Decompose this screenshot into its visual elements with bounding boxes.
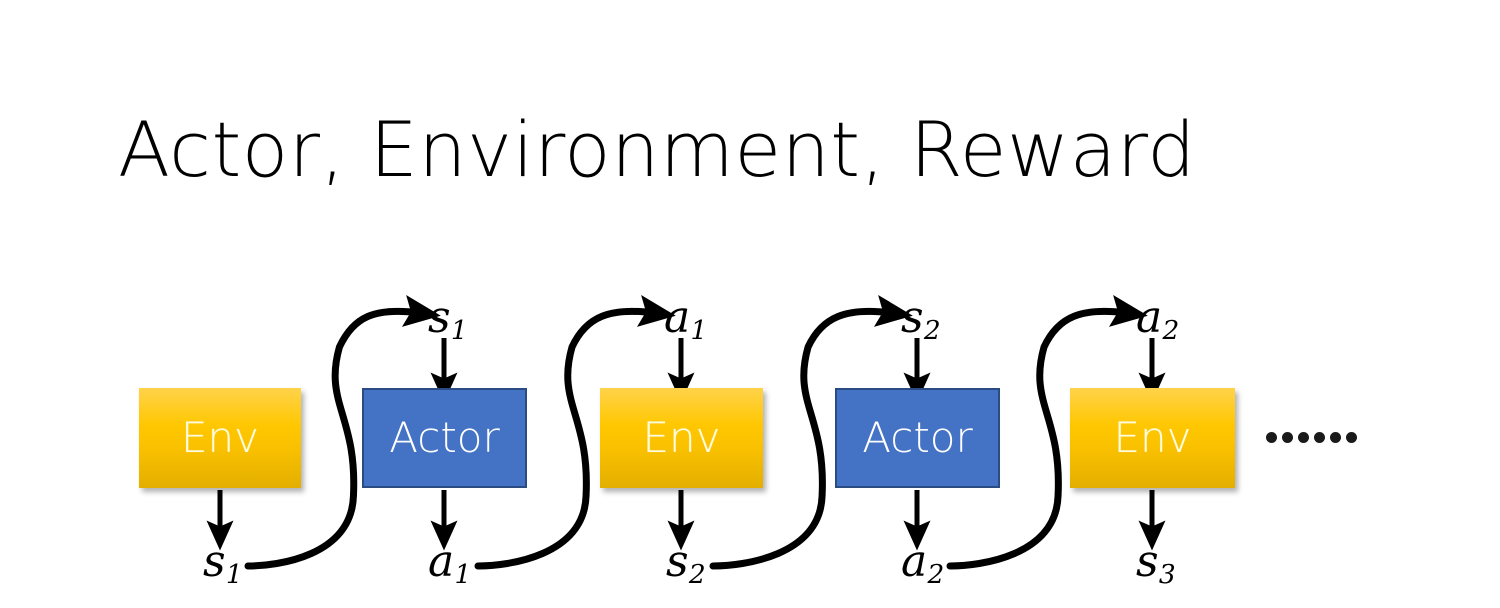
feedback-curve-curve-s2 xyxy=(709,294,913,570)
math-subscript: 2 xyxy=(927,559,945,591)
node-box-label: Env xyxy=(642,413,721,462)
math-symbol: a xyxy=(664,292,691,343)
math-subscript: 1 xyxy=(690,315,708,347)
node-box-env-3[interactable]: Env xyxy=(1070,388,1235,488)
math-symbol: s xyxy=(1136,536,1159,587)
node-box-actor-1[interactable]: Actor xyxy=(362,388,527,488)
ellipsis-dot xyxy=(1330,432,1341,443)
ellipsis-dot xyxy=(1266,432,1277,443)
math-label-bot-s1: s1 xyxy=(203,540,243,589)
math-subscript: 2 xyxy=(688,559,706,591)
math-symbol: s xyxy=(203,536,226,587)
math-subscript: 2 xyxy=(923,315,941,347)
node-box-label: Actor xyxy=(389,413,500,462)
math-label-bot-s3: s3 xyxy=(1136,540,1176,589)
math-symbol: a xyxy=(1136,292,1163,343)
arrows-box-to-label xyxy=(206,490,1166,551)
node-box-actor-2[interactable]: Actor xyxy=(835,388,1000,488)
ellipsis-dots xyxy=(1266,432,1357,443)
math-label-top-a2: a2 xyxy=(1136,296,1179,345)
math-symbol: s xyxy=(666,536,689,587)
ellipsis-dot xyxy=(1298,432,1309,443)
math-subscript: 1 xyxy=(450,315,468,347)
ellipsis-dot xyxy=(1346,432,1357,443)
page-title: Actor, Environment, Reward xyxy=(118,105,1196,194)
node-box-env-2[interactable]: Env xyxy=(600,388,763,488)
node-box-label: Actor xyxy=(862,413,973,462)
feedback-curve-curve-a2 xyxy=(946,294,1148,570)
math-label-bot-a1: a1 xyxy=(428,540,471,589)
math-symbol: a xyxy=(901,536,928,587)
math-subscript: 3 xyxy=(1158,559,1176,591)
math-label-top-s2: s2 xyxy=(901,296,941,345)
node-box-label: Env xyxy=(180,413,259,462)
math-subscript: 2 xyxy=(1162,315,1180,347)
math-label-top-a1: a1 xyxy=(664,296,707,345)
node-box-env-1[interactable]: Env xyxy=(139,388,301,488)
math-subscript: 1 xyxy=(225,559,243,591)
arrows-label-to-box xyxy=(430,338,1166,403)
ellipsis-dot xyxy=(1314,432,1325,443)
ellipsis-dot xyxy=(1282,432,1293,443)
math-symbol: s xyxy=(901,292,924,343)
feedback-curve-curve-a1 xyxy=(474,294,676,570)
math-symbol: a xyxy=(428,536,455,587)
math-label-top-s1: s1 xyxy=(428,296,468,345)
node-box-label: Env xyxy=(1113,413,1192,462)
math-symbol: s xyxy=(428,292,451,343)
math-subscript: 1 xyxy=(454,559,472,591)
math-label-bot-s2: s2 xyxy=(666,540,706,589)
feedback-curve-curve-s1 xyxy=(244,294,441,570)
feedback-curves xyxy=(244,294,1148,570)
math-label-bot-a2: a2 xyxy=(901,540,944,589)
